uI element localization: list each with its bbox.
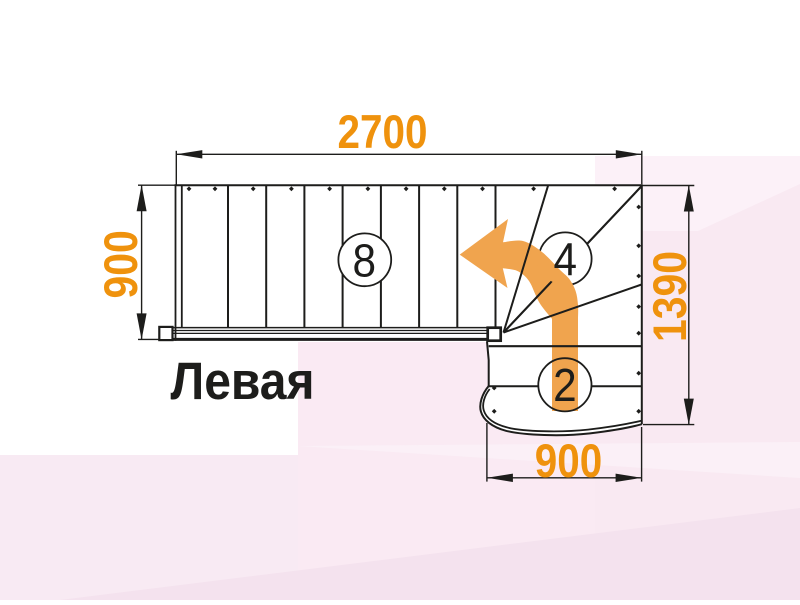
svg-text:Левая: Левая: [171, 351, 315, 410]
svg-text:1390: 1390: [644, 251, 696, 342]
svg-text:4: 4: [553, 235, 577, 286]
svg-text:900: 900: [95, 230, 147, 298]
svg-text:2: 2: [553, 360, 577, 411]
svg-text:900: 900: [535, 435, 602, 488]
svg-text:2700: 2700: [338, 106, 428, 159]
svg-text:8: 8: [353, 236, 377, 287]
